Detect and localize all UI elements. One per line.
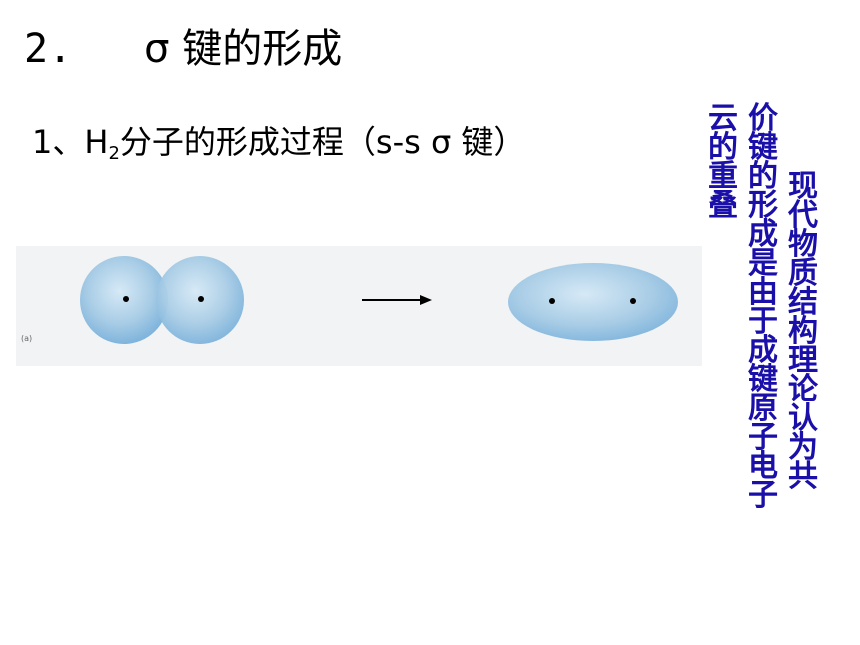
bonded-left-nucleus: [549, 298, 555, 304]
figure-panel-label: (a): [21, 334, 32, 343]
slide-title: 2. σ 键的形成: [24, 24, 342, 74]
side-note-column-right: 现代物质结构理论认为 共: [788, 169, 818, 494]
side-note-column-middle: 价键的形成是由于成键原子电子: [748, 101, 778, 513]
orbital-overlap-figure: (a): [16, 246, 702, 366]
subtitle-prefix: 1、H: [32, 123, 109, 161]
section-title-text: σ 键的形成: [144, 26, 343, 72]
right-nucleus: [198, 296, 204, 302]
side-note-column-left: 云的重叠: [708, 101, 738, 223]
subtitle-subscript: 2: [108, 143, 120, 164]
section-number: 2.: [24, 26, 73, 72]
bonded-orbital: [508, 263, 678, 341]
slide-subtitle: 1、H2分子的形成过程（s-s σ 键）: [32, 120, 525, 176]
arrow-icon: [362, 295, 432, 305]
left-nucleus: [123, 296, 129, 302]
bonded-right-nucleus: [630, 298, 636, 304]
subtitle-suffix: 分子的形成过程（s-s σ 键）: [119, 123, 526, 161]
